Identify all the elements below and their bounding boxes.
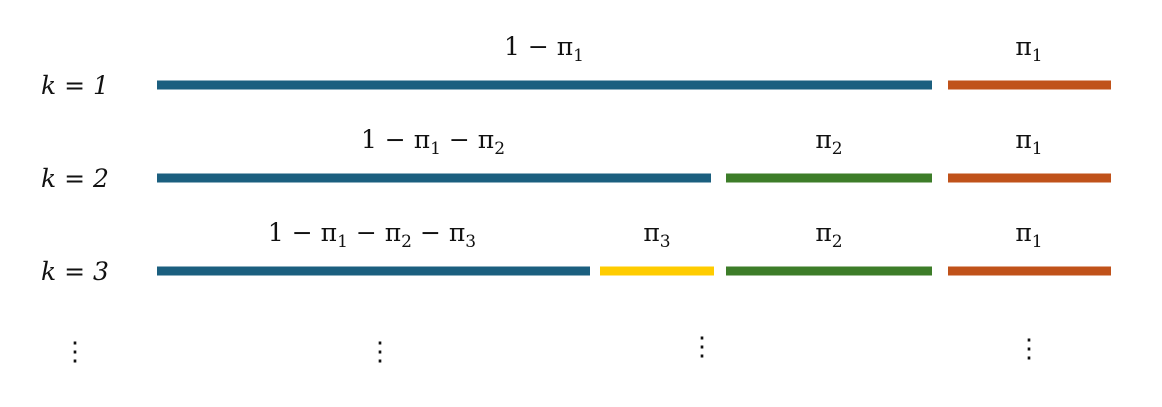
- row-k3: k = 3 1 − π1​ − π2​ − π3​ π3​ π2​ π1​: [41, 218, 1111, 286]
- row-label: k = 1: [41, 71, 109, 100]
- segment-label-pi-2: π2​: [815, 125, 842, 159]
- segment-label-remaining: 1 − π1​ − π2​ − π3​: [268, 218, 476, 252]
- segment-remaining: [157, 80, 932, 90]
- segment-label-pi-2: π2​: [815, 218, 842, 252]
- segment-label-remaining: 1 − π1​ − π2​: [361, 125, 505, 159]
- segment-label-remaining: 1 − π1​: [504, 32, 584, 66]
- ellipsis-vertical-3: ⋮: [689, 332, 715, 362]
- row-label: k = 2: [41, 164, 109, 193]
- segment-label-pi-1: π1​: [1015, 32, 1042, 66]
- rows-layer: k = 11 − π1​π1​k = 21 − π1​ − π2​π2​π1​k…: [41, 32, 1111, 286]
- continuation-dots: ⋮ ⋮ ⋮ ⋮: [62, 332, 1042, 367]
- row-k2: k = 2 1 − π1​ − π2​ π2​ π1​: [41, 125, 1111, 193]
- segment-pi-1: [948, 80, 1111, 90]
- segment-label-pi-1: π1​: [1015, 218, 1042, 252]
- segment-pi-3: [600, 266, 714, 276]
- segment-remaining: [157, 173, 711, 183]
- ellipsis-vertical-2: ⋮: [367, 337, 393, 367]
- segment-remaining: [157, 266, 590, 276]
- segment-label-pi-3: π3​: [643, 218, 670, 252]
- segment-pi-1: [948, 266, 1111, 276]
- row-k1: k = 1 1 − π1​ π1​: [41, 32, 1111, 100]
- segment-pi-2: [726, 266, 932, 276]
- row-label: k = 3: [41, 257, 109, 286]
- ellipsis-vertical-1: ⋮: [62, 337, 88, 367]
- segment-pi-2: [726, 173, 932, 183]
- segment-pi-1: [948, 173, 1111, 183]
- ellipsis-vertical-4: ⋮: [1016, 334, 1042, 364]
- segment-label-pi-1: π1​: [1015, 125, 1042, 159]
